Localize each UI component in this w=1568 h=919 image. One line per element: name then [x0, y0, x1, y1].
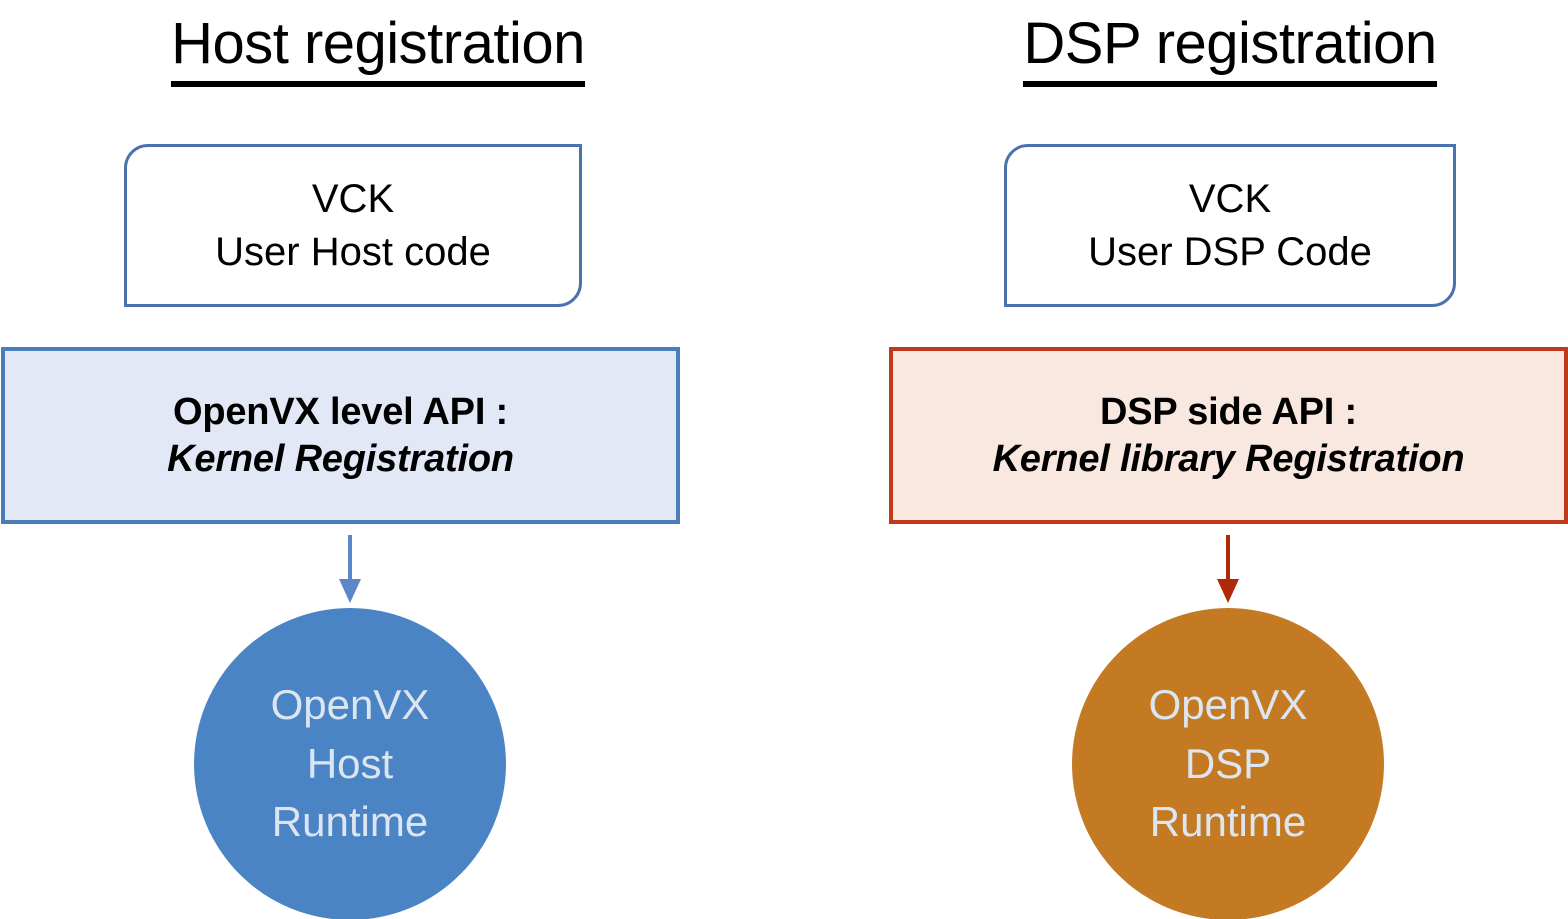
openvx-level-api-box: OpenVX level API : Kernel Registration — [1, 347, 680, 524]
vck-dsp-line-2: User DSP Code — [1088, 229, 1372, 274]
circle-dsp-line-2: DSP — [1184, 739, 1272, 787]
circle-dsp-line-3: Runtime — [1149, 798, 1307, 846]
circle-host-line-2: Host — [306, 739, 394, 787]
api-dsp-line-1: DSP side API : — [1100, 391, 1357, 434]
vck-user-dsp-code-box: VCK User DSP Code — [1004, 144, 1456, 307]
vck-user-host-code-box: VCK User Host code — [124, 144, 582, 307]
openvx-dsp-runtime-circle: OpenVX DSP Runtime — [1072, 608, 1384, 919]
api-host-line-1: OpenVX level API : — [173, 391, 508, 434]
circle-dsp-line-1: OpenVX — [1148, 680, 1308, 728]
down-arrow-icon-host — [339, 535, 361, 603]
api-host-line-2: Kernel Registration — [167, 437, 514, 480]
column-title-dsp: DSP registration — [930, 13, 1530, 87]
vck-host-line-1: VCK — [311, 176, 395, 221]
circle-host-line-3: Runtime — [271, 798, 429, 846]
down-arrow-icon-dsp — [1217, 535, 1239, 603]
vck-dsp-line-1: VCK — [1188, 176, 1272, 221]
openvx-host-runtime-circle: OpenVX Host Runtime — [194, 608, 506, 919]
column-title-dsp-text: DSP registration — [1023, 13, 1437, 87]
column-title-host: Host registration — [58, 13, 698, 87]
dsp-side-api-box: DSP side API : Kernel library Registrati… — [889, 347, 1568, 524]
circle-host-line-1: OpenVX — [270, 680, 430, 728]
column-title-host-text: Host registration — [171, 13, 585, 87]
vck-host-line-2: User Host code — [215, 229, 491, 274]
api-dsp-line-2: Kernel library Registration — [992, 437, 1465, 480]
